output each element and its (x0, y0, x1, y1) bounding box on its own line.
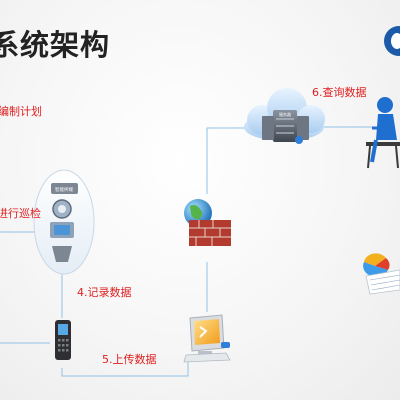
label-inspect: 进行巡检 (0, 207, 41, 220)
globe-firewall-icon (184, 199, 231, 246)
field-device-icon: 智能终端 (33, 169, 95, 275)
line-handheld-to-pc (61, 360, 189, 377)
label-query: 6.查询数据 (312, 86, 367, 99)
desktop-computer-icon (183, 314, 231, 363)
label-record: 4.记录数据 (77, 286, 132, 299)
page-title: 系统架构 (0, 28, 111, 62)
label-plan: 编制计划 (0, 105, 42, 118)
connector-lines (0, 126, 372, 377)
server-tag: 服务器 (279, 111, 291, 117)
line-server-to-firewall (206, 127, 246, 194)
server-cloud-icon: 服务器 (244, 88, 325, 144)
device-tag: 智能终端 (55, 186, 73, 193)
person-at-desk-icon (366, 97, 400, 169)
label-upload: 5.上传数据 (102, 353, 157, 366)
chart-report-icon (363, 253, 400, 295)
handheld-terminal-icon (55, 320, 71, 360)
logo-icon (384, 26, 400, 56)
